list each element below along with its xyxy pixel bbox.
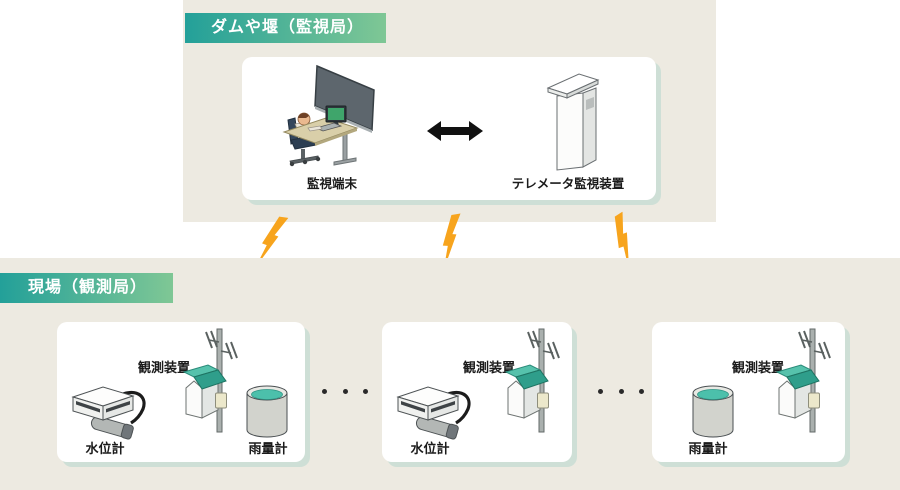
water-level-sensor-icon: [396, 386, 471, 440]
observation-device-label: 観測装置: [462, 360, 515, 375]
terminal-label: 監視端末: [306, 177, 357, 191]
ellipsis-dots: [322, 387, 368, 395]
rain-gauge-label: 雨量計: [688, 441, 728, 456]
telemeter-cabinet-icon: [546, 73, 600, 171]
field-station-badge: 現場（観測局）: [0, 273, 174, 303]
double-arrow-icon: [427, 121, 483, 141]
field-station-section: 現場（観測局） 観測装置: [0, 258, 900, 490]
station-card-2: 観測装置: [382, 322, 572, 462]
rain-gauge-icon: [246, 385, 288, 438]
observation-device-label: 観測装置: [731, 360, 784, 375]
rain-gauge-label: 雨量計: [248, 441, 288, 456]
observation-hut-antenna-icon: [182, 328, 238, 433]
lightning-bolt-icon: [255, 216, 289, 268]
observation-hut-antenna-icon: [504, 328, 560, 433]
monitoring-station-badge: ダムや堰（監視局）: [185, 13, 387, 43]
monitor-terminal-icon: [282, 64, 375, 167]
station-card-1: 観測装置: [57, 322, 305, 462]
rain-gauge-icon: [692, 385, 734, 438]
lightning-bolt-icon: [614, 211, 630, 271]
observation-device-label: 観測装置: [137, 360, 190, 375]
telemeter-label: テレメータ監視装置: [511, 177, 625, 191]
observation-hut-antenna-icon: [775, 328, 831, 433]
lightning-bolt-icon: [442, 213, 461, 271]
ellipsis-dots: [598, 387, 644, 395]
monitoring-station-card: 監視端末 テレメータ監視装置: [242, 57, 656, 200]
water-level-sensor-icon: [71, 386, 146, 440]
water-gauge-label: 水位計: [85, 441, 125, 456]
water-gauge-label: 水位計: [410, 441, 450, 456]
monitoring-station-section: ダムや堰（監視局）: [183, 0, 716, 222]
station-card-3: 観測装置 雨量計: [652, 322, 845, 462]
